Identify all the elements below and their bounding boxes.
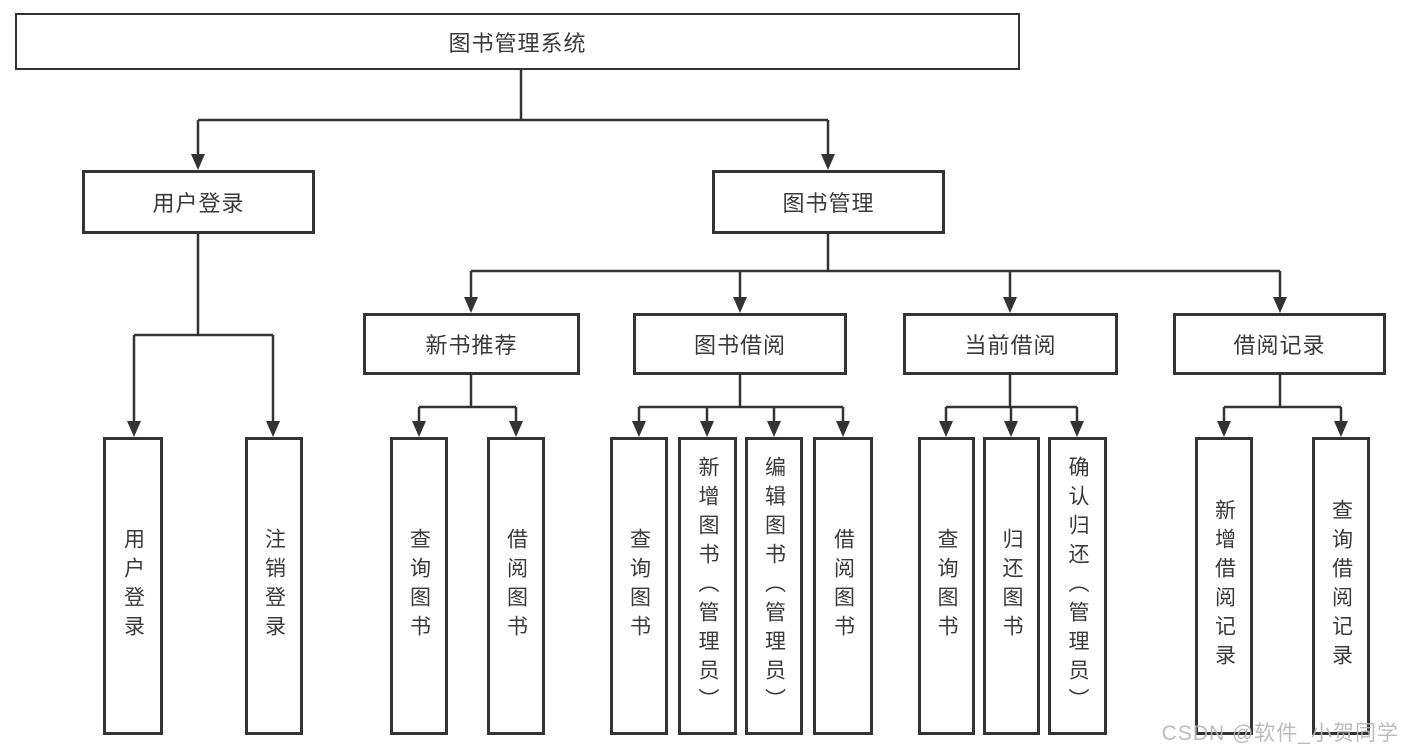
connector-book-borrow xyxy=(632,375,850,437)
leaf-borrow-books: 借阅图书 xyxy=(813,437,873,735)
leaf-query-books-borrow: 查询图书 xyxy=(610,437,668,735)
node-book-borrow: 图书借阅 xyxy=(633,313,847,375)
leaf-borrow-books-recommend: 借阅图书 xyxy=(487,437,545,735)
leaf-label: 新增借阅记录 xyxy=(1212,499,1236,673)
node-label: 图书管理 xyxy=(782,191,875,216)
leaf-user-login: 用户登录 xyxy=(103,437,163,735)
leaf-label: 归还图书 xyxy=(1000,528,1023,644)
connector-root xyxy=(191,70,835,170)
node-user-login: 用户登录 xyxy=(82,170,315,234)
leaf-return-books: 归还图书 xyxy=(983,437,1040,735)
node-label: 借阅记录 xyxy=(1233,333,1326,358)
leaf-confirm-return-admin: 确认归还（管理员） xyxy=(1048,437,1107,735)
node-new-book-recommend: 新书推荐 xyxy=(363,313,580,375)
leaf-label: 查询图书 xyxy=(935,528,958,644)
leaf-edit-books-admin: 编辑图书（管理员） xyxy=(745,437,803,735)
leaf-add-borrow-record: 新增借阅记录 xyxy=(1195,437,1253,735)
connector-new-book-recommend xyxy=(412,375,523,437)
connector-book-management xyxy=(464,234,1287,313)
connector-borrow-record xyxy=(1217,375,1348,437)
leaf-query-borrow-record: 查询借阅记录 xyxy=(1312,437,1370,735)
node-root-system: 图书管理系统 xyxy=(15,13,1020,70)
node-label: 新书推荐 xyxy=(425,333,518,358)
leaf-label: 注销登录 xyxy=(262,528,286,644)
leaf-label: 用户登录 xyxy=(121,528,145,644)
leaf-query-books-recommend: 查询图书 xyxy=(390,437,448,735)
connector-user-login xyxy=(127,234,280,437)
leaf-label: 借阅图书 xyxy=(504,528,528,644)
leaf-label: 查询图书 xyxy=(627,528,651,644)
node-book-management: 图书管理 xyxy=(712,170,945,234)
node-label: 图书管理系统 xyxy=(448,30,587,56)
leaf-logout: 注销登录 xyxy=(245,437,303,735)
leaf-label: 借阅图书 xyxy=(831,528,855,644)
csdn-watermark: CSDN @软件_小贺同学 xyxy=(1161,722,1399,745)
leaf-label: 确认归还（管理员） xyxy=(1066,455,1089,717)
node-label: 图书借阅 xyxy=(693,333,786,358)
node-label: 用户登录 xyxy=(152,191,245,216)
connector-current-borrow xyxy=(939,375,1084,437)
leaf-query-books-current: 查询图书 xyxy=(918,437,975,735)
node-borrow-record: 借阅记录 xyxy=(1173,313,1386,375)
leaf-label: 查询借阅记录 xyxy=(1329,499,1353,673)
node-label: 当前借阅 xyxy=(964,333,1057,358)
leaf-label: 查询图书 xyxy=(407,528,431,644)
node-current-borrow: 当前借阅 xyxy=(903,313,1118,375)
leaf-add-books-admin: 新增图书（管理员） xyxy=(678,437,737,735)
leaf-label: 编辑图书（管理员） xyxy=(762,455,786,717)
leaf-label: 新增图书（管理员） xyxy=(696,455,719,717)
